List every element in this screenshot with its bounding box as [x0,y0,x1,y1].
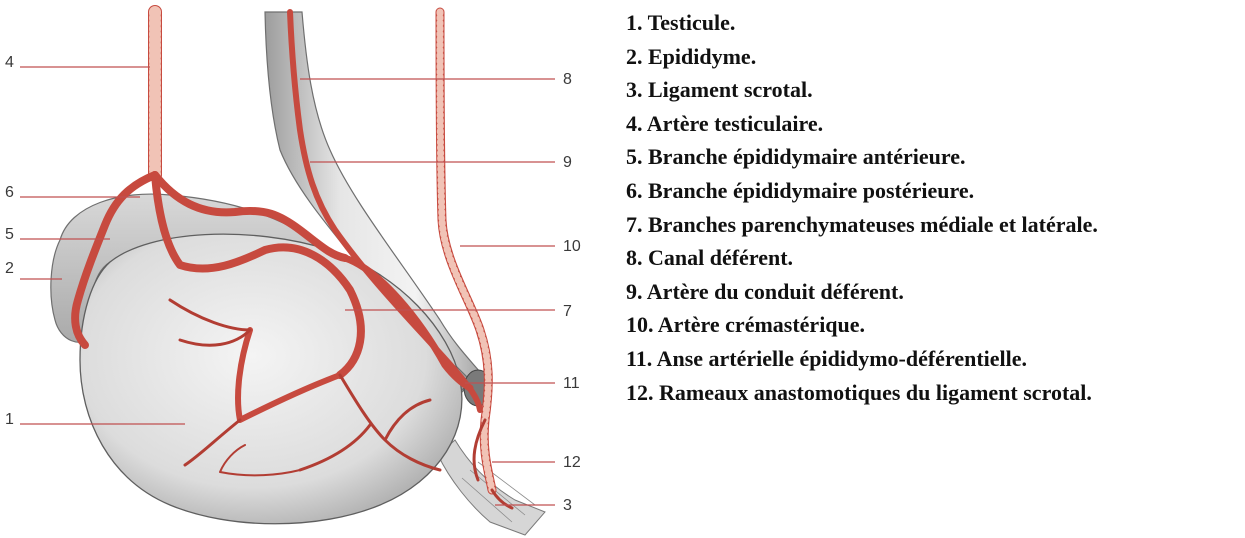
callout-4: 4 [5,54,14,71]
callout-11: 11 [563,375,580,392]
legend-item: 3. Ligament scrotal. [626,73,1241,107]
callout-3: 3 [563,497,572,514]
legend-item: 5. Branche épididymaire antérieure. [626,140,1241,174]
callout-8: 8 [563,71,572,88]
callout-1: 1 [5,411,14,428]
legend-item: 9. Artère du conduit déférent. [626,275,1241,309]
legend-item: 2. Epididyme. [626,40,1241,74]
legend-list: 1. Testicule. 2. Epididyme. 3. Ligament … [626,6,1241,409]
legend-item: 6. Branche épididymaire postérieure. [626,174,1241,208]
legend-item: 11. Anse artérielle épididymo-déférentie… [626,342,1241,376]
callout-10: 10 [563,238,581,255]
legend-item: 12. Rameaux anastomotiques du ligament s… [626,376,1241,410]
callout-7: 7 [563,303,572,320]
callout-2: 2 [5,260,14,277]
callout-9: 9 [563,154,572,171]
legend-item: 10. Artère crémastérique. [626,308,1241,342]
callout-5: 5 [5,226,14,243]
callout-6: 6 [5,184,14,201]
callout-12: 12 [563,454,581,471]
legend-item: 4. Artère testiculaire. [626,107,1241,141]
legend-item: 1. Testicule. [626,6,1241,40]
anatomical-illustration: 4 8 9 6 5 10 2 7 11 1 12 3 [0,0,610,538]
legend-item: 8. Canal déférent. [626,241,1241,275]
legend-item: 7. Branches parenchymateuses médiale et … [626,208,1241,242]
